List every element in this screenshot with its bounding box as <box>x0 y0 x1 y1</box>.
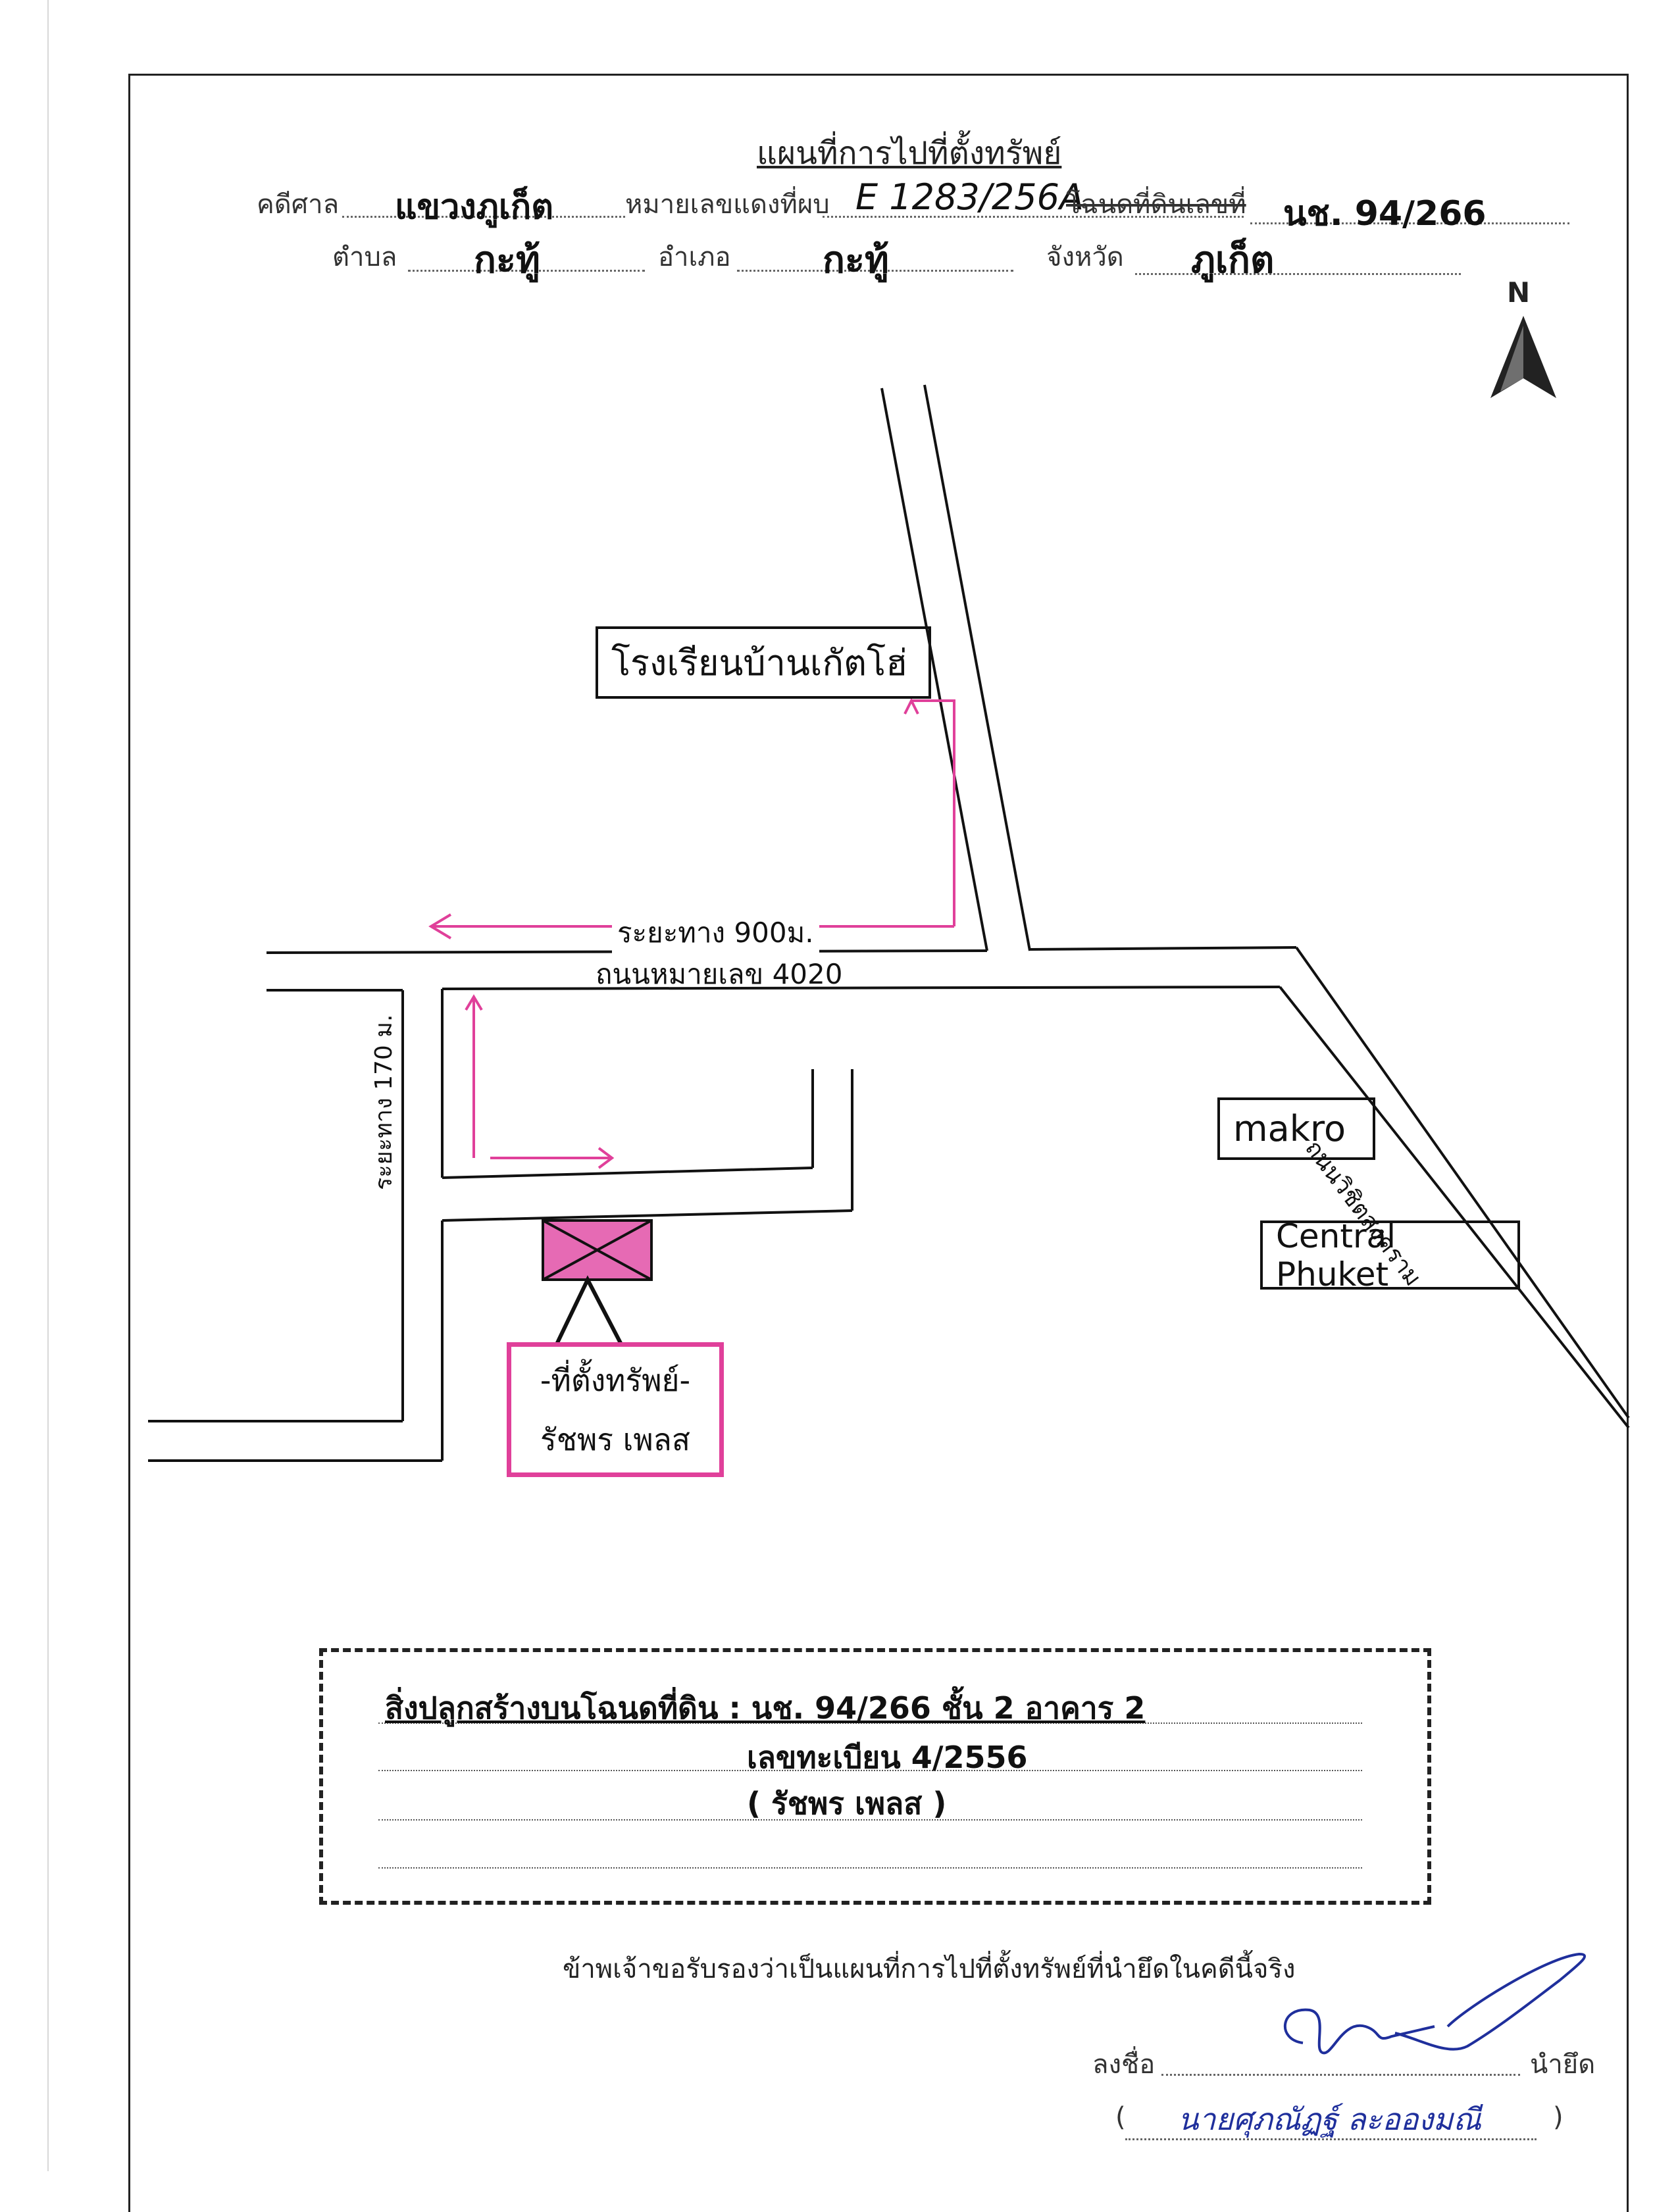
makro-landmark: makro <box>1217 1097 1375 1160</box>
document-frame <box>128 74 1629 2212</box>
court-underline <box>342 216 625 218</box>
road-4020-bottom-b <box>442 986 1281 990</box>
deed-label: โฉนดที่ดินเลขที่ <box>1066 189 1246 220</box>
name-underline <box>1125 2138 1537 2140</box>
north-road-left-edge <box>880 388 988 951</box>
side-soi-bottom <box>442 1209 853 1222</box>
property-title: -ที่ตั้งทรัพย์- <box>540 1362 691 1398</box>
district-underline <box>737 270 1013 272</box>
signature-underline <box>1161 2074 1520 2076</box>
document-title: แผนที่การไปที่ตั้งทรัพย์ <box>757 135 1062 172</box>
wichit-road-edge-a <box>1295 946 1630 1419</box>
signer-name: นายศุภณัฏฐ์ ละอองมณี <box>1178 2101 1481 2137</box>
distance-900-label: ระยะทาง 900ม. <box>612 911 819 955</box>
route-arrow-north-head <box>903 697 919 715</box>
sign-label: ลงชื่อ <box>1092 2049 1156 2080</box>
road-lines <box>148 384 1630 1462</box>
property-marker <box>542 1219 653 1347</box>
deed-value: นช. 94/266 <box>1283 194 1487 234</box>
details-line-1: สิ่งปลูกสร้างบนโฉนดที่ดิน : นช. 94/266 ช… <box>385 1690 1146 1726</box>
side-soi-top <box>442 1167 813 1179</box>
route-arrow-west-head <box>428 913 452 940</box>
subdistrict-value: กะทู้ <box>474 239 540 282</box>
court-value: แขวงภูเก็ต <box>395 188 553 227</box>
province-underline <box>1135 273 1461 275</box>
details-rule-4 <box>378 1867 1362 1869</box>
route-arrow-up-head <box>465 994 483 1011</box>
district-value: กะทู้ <box>823 239 889 282</box>
deed-underline <box>1250 222 1569 224</box>
case-number-label: หมายเลขแดงที่ผบ <box>625 189 830 220</box>
certification-statement: ข้าพเจ้าขอรับรองว่าเป็นแผนที่การไปที่ตั้… <box>563 1954 1296 1984</box>
property-details-box <box>319 1648 1431 1905</box>
north-label: N <box>1507 276 1531 309</box>
close-paren: ) <box>1553 2102 1564 2132</box>
distance-170-label: ระยะทาง 170 ม. <box>370 1014 397 1190</box>
road-4020-top-right <box>1029 946 1297 951</box>
court-label: คดีศาล <box>257 189 340 220</box>
school-landmark: โรงเรียนบ้านเกัตโฮ่ <box>596 626 931 699</box>
case-number-underline <box>823 216 1244 218</box>
north-road-right-edge <box>923 384 1031 951</box>
subdistrict-underline <box>408 270 645 272</box>
route-arrow-north <box>911 699 955 926</box>
province-label: จังหวัด <box>1046 242 1124 272</box>
details-line-2: เลขทะเบียน 4/2556 <box>747 1740 1028 1775</box>
wichit-road-edge-b <box>1279 986 1630 1429</box>
page-edge <box>47 0 49 2171</box>
details-rule-3 <box>378 1819 1362 1821</box>
signature-mark <box>1284 1952 1587 2055</box>
details-rule-2 <box>378 1770 1362 1771</box>
district-label: อำเภอ <box>658 242 731 272</box>
property-name: รัชพร เพลส <box>540 1421 690 1457</box>
route-arrow-east-head <box>597 1147 615 1169</box>
case-number-value: E 1283/256A <box>855 176 1084 218</box>
details-rule-1 <box>378 1722 1362 1724</box>
role-label: นำยึด <box>1530 2049 1596 2080</box>
subdistrict-label: ตำบล <box>332 242 397 272</box>
central-phuket-landmark: Central Phuket <box>1260 1217 1520 1294</box>
property-location-box: -ที่ตั้งทรัพย์- รัชพร เพลส <box>507 1342 724 1477</box>
north-arrow-icon <box>1490 316 1556 398</box>
province-value: ภูเก็ต <box>1191 239 1275 282</box>
open-paren: ( <box>1115 2102 1126 2132</box>
details-line-3: ( รัชพร เพลส ) <box>747 1786 947 1821</box>
road-4020-label: ถนนหมายเลข 4020 <box>596 958 843 990</box>
